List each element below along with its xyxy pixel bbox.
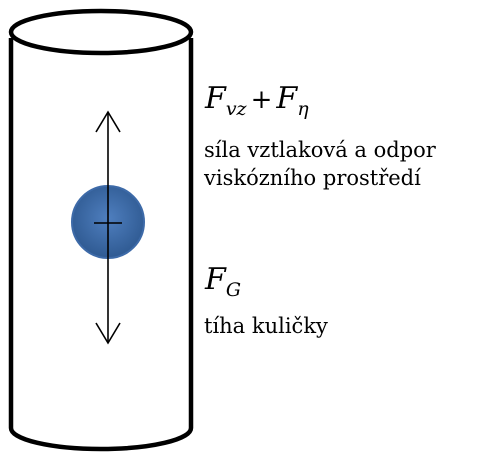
subscript-eta: η xyxy=(297,98,309,120)
gravity-formula: FG xyxy=(205,262,241,300)
buoyancy-drag-description: síla vztlaková a odpor viskózního prostř… xyxy=(204,136,436,192)
subscript-vz: vz xyxy=(225,98,247,120)
subscript-g: G xyxy=(225,279,242,301)
description-line-1: síla vztlaková a odpor xyxy=(204,138,436,162)
force-symbol-drag: F xyxy=(276,81,298,116)
description-line-2: viskózního prostředí xyxy=(204,166,421,190)
gravity-description-text: tíha kuličky xyxy=(204,314,328,338)
buoyancy-drag-formula: Fvz+Fη xyxy=(205,81,309,119)
downward-arrow-head xyxy=(95,322,121,345)
force-symbol-gravity: F xyxy=(205,262,226,297)
upward-arrow-head xyxy=(95,110,121,133)
plus-sign: + xyxy=(250,85,273,115)
cylinder-bottom-rim xyxy=(8,427,194,452)
force-symbol-buoyancy: F xyxy=(205,81,226,116)
gravity-description: tíha kuličky xyxy=(204,312,328,340)
cylinder-top-rim xyxy=(8,8,194,56)
